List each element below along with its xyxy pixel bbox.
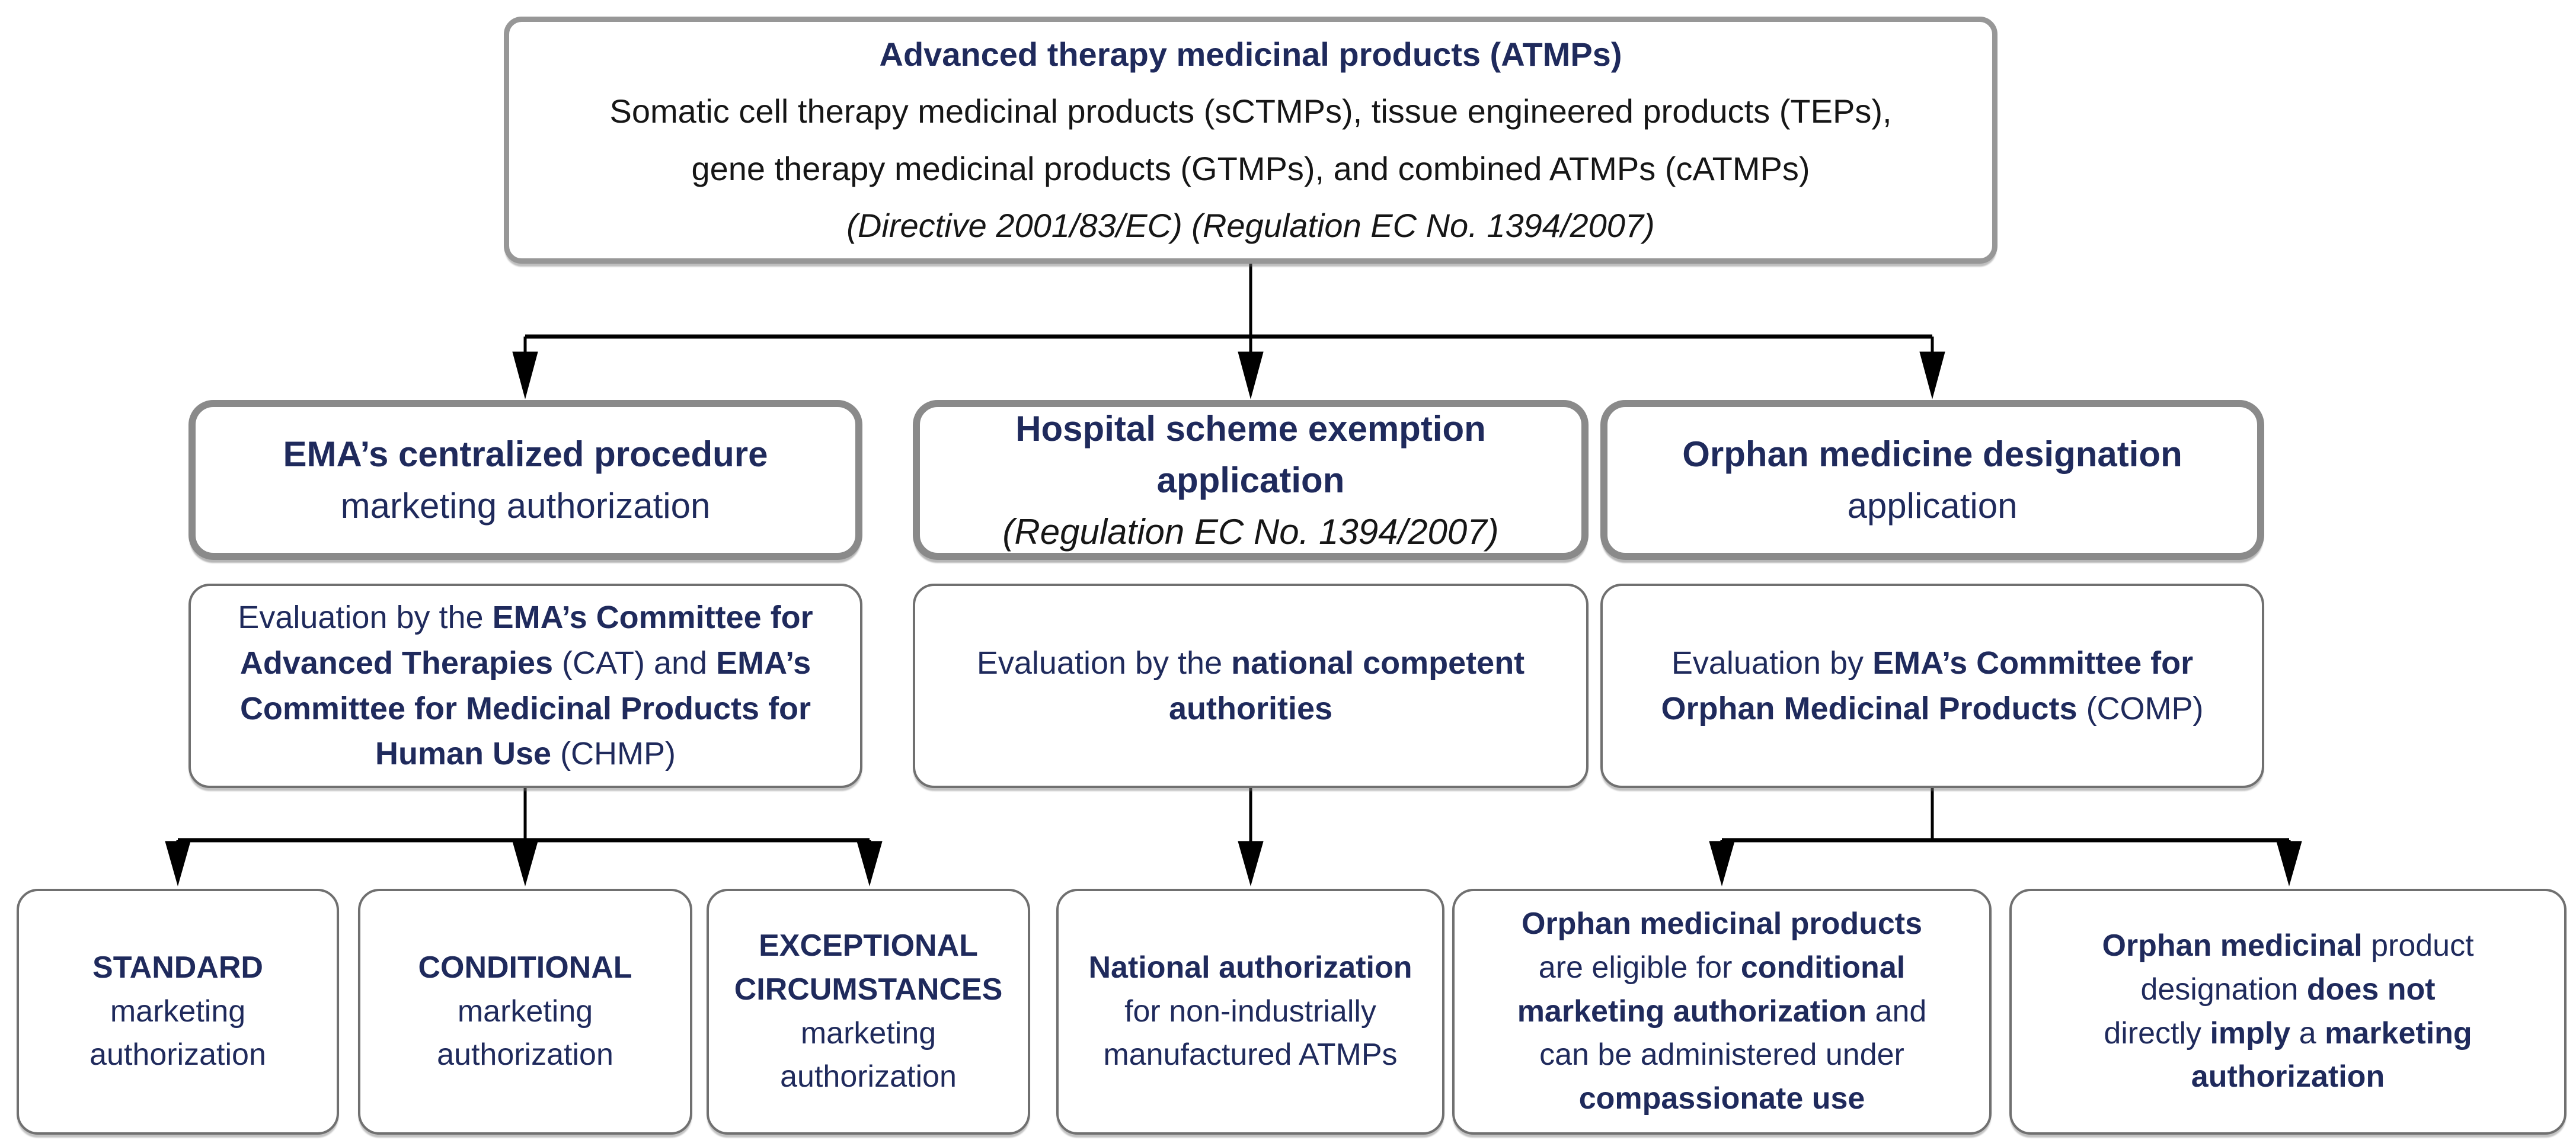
orphan-designation-no-ma-box: Orphan medicinal product designation does… <box>2009 889 2567 1135</box>
text-line: Orphan Medicinal Products (COMP) <box>1661 690 2204 726</box>
atmp-root-box: Advanced therapy medicinal products (ATM… <box>504 17 1997 264</box>
arrowhead-to-hospital-exemption <box>1238 351 1264 399</box>
connector-comp-to-bottom <box>1709 788 2302 886</box>
text-line: marketing authorization and <box>1517 994 1927 1029</box>
standard-marketing-authorization-box: STANDARD marketing authorization <box>17 889 339 1135</box>
text-line: EXCEPTIONAL <box>759 928 978 963</box>
arrowhead-to-orphan-conditional <box>1709 841 1735 886</box>
text-line: National authorization <box>1088 950 1412 985</box>
text-line: directly imply a marketing <box>2104 1016 2472 1051</box>
arrowhead-to-orphan-no-ma <box>2276 841 2302 886</box>
text-line: Advanced Therapies (CAT) and EMA’s <box>239 645 811 681</box>
hospital-scheme-exemption-box: Hospital scheme exemption application (Reg… <box>913 400 1589 560</box>
ema-centralized-procedure-box: EMA’s centralized procedure marketing aut… <box>188 400 862 560</box>
text-line: STANDARD <box>92 950 263 985</box>
text-line: CONDITIONAL <box>418 950 632 985</box>
national-authorization-box: National authorization for non-industrial… <box>1056 889 1444 1135</box>
text-line: Orphan medicine designation <box>1682 434 2182 474</box>
text-line: authorization <box>2191 1059 2385 1094</box>
text-line: authorization <box>437 1037 613 1072</box>
text-line: Human Use (CHMP) <box>375 736 676 772</box>
text-line: Orphan medicinal product <box>2102 928 2474 963</box>
text-line: can be administered under <box>1539 1037 1904 1072</box>
text-line: marketing <box>800 1016 937 1051</box>
arrowhead-to-orphan-designation <box>1919 351 1945 399</box>
arrowhead-to-ema-centralized <box>512 351 538 399</box>
text-line: designation does not <box>2140 972 2436 1007</box>
text-line: Evaluation by the EMA’s Committee for <box>238 600 813 636</box>
arrowhead-to-exceptional <box>856 841 883 886</box>
text-line: CIRCUMSTANCES <box>734 972 1003 1007</box>
text-line: gene therapy medicinal products (GTMPs),… <box>691 149 1810 187</box>
arrowhead-to-conditional <box>512 841 538 886</box>
national-competent-authorities-evaluation-box: Evaluation by the national competent auth… <box>913 584 1589 788</box>
text-line: Evaluation by the national competent <box>976 645 1525 681</box>
text-line: marketing <box>457 994 593 1029</box>
text-line: Orphan medicinal products <box>1521 906 1923 941</box>
text-line: application <box>1156 460 1345 500</box>
arrowhead-to-standard <box>165 841 191 886</box>
text-line: application <box>1847 486 2018 526</box>
text-line: Hospital scheme exemption <box>1015 408 1486 449</box>
text-line: (Directive 2001/83/EC) (Regulation EC No… <box>846 206 1655 244</box>
conditional-marketing-authorization-box: CONDITIONAL marketing authorization <box>358 889 692 1135</box>
text-line: are eligible for conditional <box>1538 950 1906 985</box>
text-line: manufactured ATMPs <box>1103 1037 1398 1072</box>
connector-root-to-level2 <box>512 264 1945 399</box>
text-line: marketing <box>110 994 246 1029</box>
text-line: Committee for Medicinal Products for <box>239 690 811 726</box>
orphan-medicine-designation-box: Orphan medicine designation application <box>1600 400 2264 560</box>
text-line: authorities <box>1168 690 1333 726</box>
text-line: authorization <box>780 1059 957 1094</box>
connector-nca-to-national <box>1238 788 1264 886</box>
orphan-conditional-compassionate-box: Orphan medicinal products are eligible fo… <box>1452 889 1992 1135</box>
arrowhead-to-national-authorization <box>1238 841 1264 886</box>
text-line: EMA’s centralized procedure <box>283 434 768 474</box>
text-line: (Regulation EC No. 1394/2007) <box>1002 511 1499 552</box>
text-line: compassionate use <box>1578 1081 1865 1116</box>
text-line: for non-industrially <box>1124 994 1376 1029</box>
exceptional-circumstances-authorization-box: EXCEPTIONAL CIRCUMSTANCES marketing authori… <box>707 889 1030 1135</box>
text-line: Somatic cell therapy medicinal products … <box>609 92 1892 130</box>
connector-cat-to-bottom <box>165 788 883 886</box>
text-line: Evaluation by EMA’s Committee for <box>1671 645 2194 681</box>
text-line: authorization <box>90 1037 266 1072</box>
text-line: Advanced therapy medicinal products (ATM… <box>879 35 1622 73</box>
text-line: marketing authorization <box>340 486 711 526</box>
